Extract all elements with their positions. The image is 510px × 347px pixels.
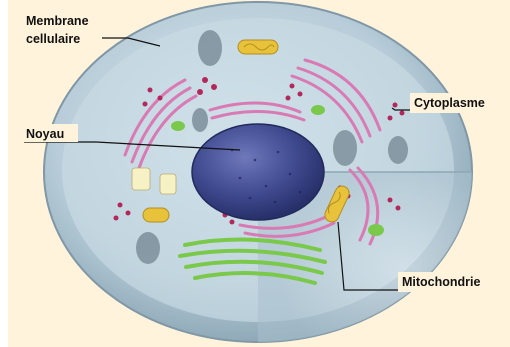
label-cytoplasme: Cytoplasme [414, 96, 485, 110]
label-membrane-line1: Membrane [26, 14, 89, 28]
nucleus [192, 124, 324, 220]
label-mitochondrie: Mitochondrie [402, 275, 481, 289]
label-noyau: Noyau [26, 127, 64, 141]
label-membrane-line2: cellulaire [26, 32, 80, 46]
